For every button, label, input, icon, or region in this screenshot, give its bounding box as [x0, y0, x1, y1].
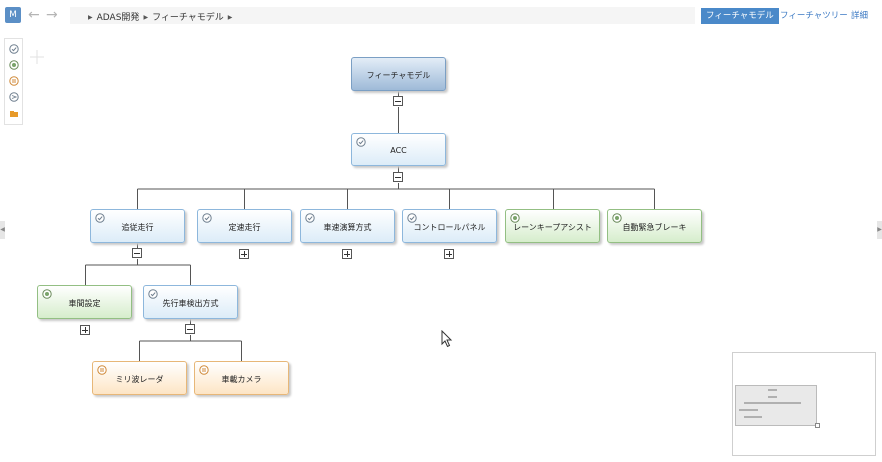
collapse-toggle-acc[interactable] — [393, 172, 403, 182]
feature-node-label: 先行車検出方式 — [162, 298, 219, 308]
mandatory-check-icon — [305, 213, 315, 223]
arrow-right-icon[interactable]: → — [46, 7, 58, 23]
minimap-node — [744, 416, 762, 418]
expand-toggle-gap-setting[interactable] — [80, 325, 90, 335]
expand-toggle-constant-speed[interactable] — [239, 249, 249, 259]
feature-node-label: フィーチャモデル — [366, 70, 431, 80]
feature-node-control-panel[interactable]: コントロールパネル — [402, 209, 497, 243]
tab-feature-tree[interactable]: フィーチャツリー — [780, 11, 848, 21]
minimap-resize-handle[interactable] — [815, 423, 820, 428]
expand-toggle-speed-calc[interactable] — [342, 249, 352, 259]
minimap-node — [744, 402, 801, 404]
feature-node-label: コントロールパネル — [413, 222, 486, 232]
breadcrumb-item-model[interactable]: フィーチャモデル — [152, 13, 224, 23]
breadcrumb-bar — [70, 7, 695, 24]
breadcrumb: ▶ADAS開発▶フィーチャモデル▶ — [84, 10, 236, 23]
collapse-toggle-root[interactable] — [393, 96, 403, 106]
optional-circle-icon — [510, 213, 520, 223]
mandatory-check-icon[interactable] — [9, 44, 19, 54]
breadcrumb-separator-icon: ▶ — [227, 14, 233, 21]
crosshair-icon — [30, 50, 44, 64]
feature-node-lane-keep[interactable]: レーンキープアシスト — [505, 209, 600, 243]
tab-details[interactable]: 詳細 — [851, 11, 869, 21]
optional-circle-icon — [612, 213, 622, 223]
collapse-toggle-following[interactable] — [132, 248, 142, 258]
feature-node-mm-wave-radar[interactable]: ミリ波レーダ — [92, 361, 187, 395]
expand-toggle-control-panel[interactable] — [444, 249, 454, 259]
user-avatar[interactable]: M — [5, 7, 21, 23]
feature-node-label: 追従走行 — [121, 222, 154, 232]
minimap[interactable] — [732, 352, 876, 456]
feature-node-label: 車載カメラ — [221, 374, 262, 384]
mandatory-check-icon — [202, 213, 212, 223]
feature-node-emergency-brake[interactable]: 自動緊急ブレーキ — [607, 209, 702, 243]
feature-node-label: レーンキープアシスト — [513, 222, 592, 232]
minimap-viewport[interactable] — [735, 385, 817, 426]
minimap-node — [768, 389, 777, 391]
breadcrumb-separator-icon: ▶ — [88, 14, 93, 21]
feature-node-root[interactable]: フィーチャモデル — [351, 57, 446, 91]
optional-circle-icon[interactable] — [9, 60, 19, 70]
feature-node-label: 車速演算方式 — [323, 222, 372, 232]
feature-toolbox — [4, 38, 23, 125]
top-bar: M ← → ▶ADAS開発▶フィーチャモデル▶ フィーチャモデル フィーチャツリ… — [0, 0, 882, 30]
arrow-left-icon[interactable]: ← — [28, 7, 40, 23]
left-panel-toggle[interactable]: ◀ — [0, 221, 5, 239]
feature-node-following[interactable]: 追従走行 — [90, 209, 185, 243]
or-icon[interactable] — [9, 92, 19, 102]
minimap-node — [739, 409, 758, 411]
breadcrumb-separator-icon: ▶ — [143, 14, 149, 21]
feature-node-label: ACC — [390, 146, 407, 155]
alternative-icon[interactable] — [9, 76, 19, 86]
feature-node-vehicle-detection[interactable]: 先行車検出方式 — [143, 285, 238, 319]
optional-circle-icon — [42, 289, 52, 299]
feature-node-label: 自動緊急ブレーキ — [622, 222, 687, 232]
feature-node-label: 車間設定 — [68, 298, 101, 308]
alternative-icon — [97, 365, 107, 375]
mandatory-check-icon — [407, 213, 417, 223]
feature-node-label: 定速走行 — [228, 222, 261, 232]
right-panel-toggle[interactable]: ▶ — [877, 221, 882, 239]
feature-node-speed-calc[interactable]: 車速演算方式 — [300, 209, 395, 243]
minimap-node — [768, 396, 777, 398]
tab-feature-model[interactable]: フィーチャモデル — [701, 8, 779, 24]
feature-node-label: ミリ波レーダ — [115, 374, 164, 384]
feature-node-acc[interactable]: ACC — [351, 133, 446, 166]
feature-node-onboard-camera[interactable]: 車載カメラ — [194, 361, 289, 395]
mandatory-check-icon — [148, 289, 158, 299]
mandatory-check-icon — [356, 137, 366, 147]
breadcrumb-item-project[interactable]: ADAS開発 — [96, 13, 140, 23]
mouse-cursor-icon — [441, 330, 453, 348]
mandatory-check-icon — [95, 213, 105, 223]
folder-icon[interactable] — [9, 109, 19, 119]
alternative-icon — [199, 365, 209, 375]
feature-node-constant-speed[interactable]: 定速走行 — [197, 209, 292, 243]
feature-node-gap-setting[interactable]: 車間設定 — [37, 285, 132, 319]
collapse-toggle-vehicle-detection[interactable] — [185, 324, 195, 334]
